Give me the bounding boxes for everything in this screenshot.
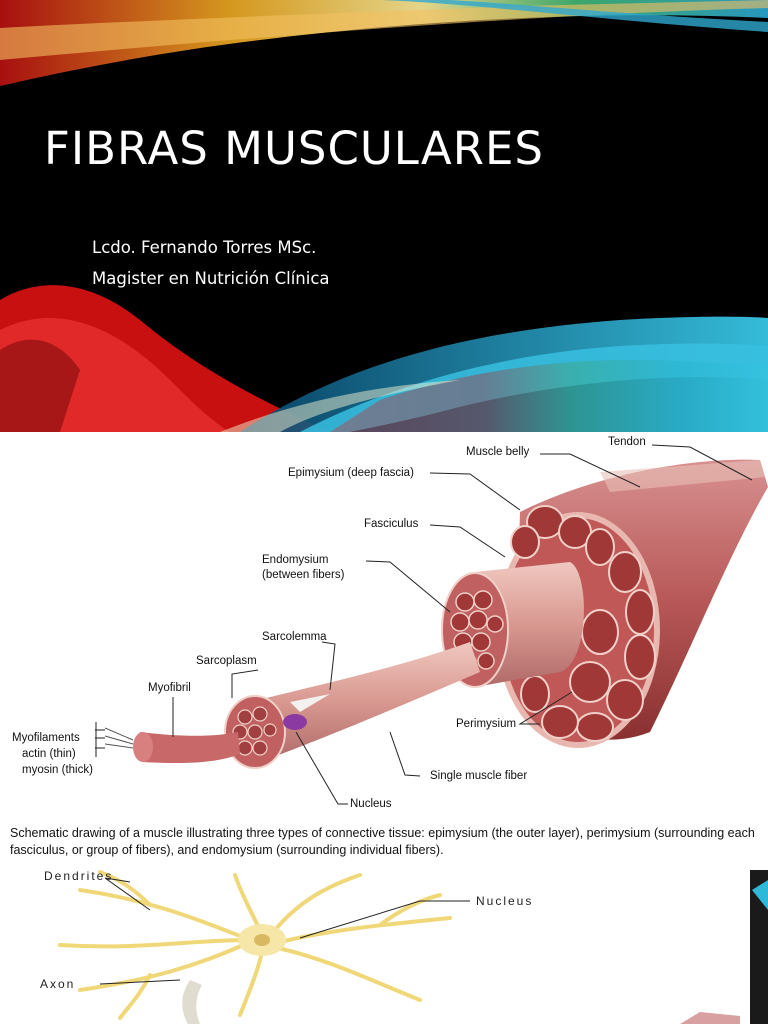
muscle-diagram-slide: Tendon Muscle belly Epimysium (deep fasc… [0, 432, 768, 870]
label-muscle-belly: Muscle belly [466, 446, 530, 458]
label-endomysium-detail: (between fibers) [262, 569, 345, 581]
label-dendrites: Dendrites [44, 870, 114, 883]
figure-caption: Schematic drawing of a muscle illustrati… [10, 826, 755, 857]
swoosh-background [0, 0, 768, 432]
label-tendon: Tendon [608, 436, 646, 448]
neuron-diagram-slide: Dendrites Nucleus Axon [0, 870, 768, 1024]
subtitle: Lcdo. Fernando Torres MSc. Magister en N… [92, 232, 330, 294]
label-nucleus: Nucleus [350, 798, 392, 810]
label-myofibril: Myofibril [148, 682, 191, 694]
label-perimysium: Perimysium [456, 718, 517, 730]
label-single-muscle-fiber: Single muscle fiber [430, 770, 528, 782]
label-epimysium: Epimysium (deep fascia) [288, 467, 414, 479]
label-myosin: myosin (thick) [22, 764, 93, 776]
label-axon: Axon [40, 977, 76, 991]
label-actin: actin (thin) [22, 748, 76, 760]
label-sarcolemma: Sarcolemma [262, 631, 327, 643]
muscle-illustration [95, 444, 768, 805]
label-neuron-nucleus: Nucleus [476, 894, 534, 908]
neuron-illustration [58, 870, 768, 1024]
author-degree: Magister en Nutrición Clínica [92, 269, 330, 288]
slide-title: FIBRAS MUSCULARES [44, 122, 544, 175]
title-slide: FIBRAS MUSCULARES Lcdo. Fernando Torres … [0, 0, 768, 432]
label-myofilaments: Myofilaments [12, 732, 80, 744]
author-name: Lcdo. Fernando Torres MSc. [92, 238, 317, 257]
label-endomysium: Endomysium [262, 554, 329, 566]
label-sarcoplasm: Sarcoplasm [196, 655, 257, 667]
label-fasciculus: Fasciculus [364, 518, 419, 530]
